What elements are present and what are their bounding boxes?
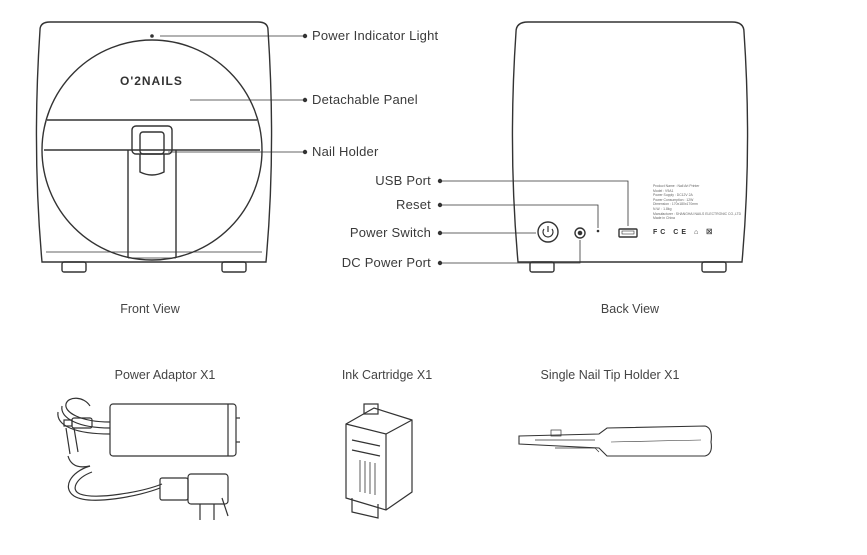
callout-power-indicator-light: Power Indicator Light — [312, 28, 439, 43]
certification-marks: FC CE ⌂ ☒ — [653, 229, 716, 236]
power-switch — [537, 221, 559, 243]
ink-cartridge-caption: Ink Cartridge X1 — [341, 368, 433, 382]
power-adaptor-caption: Power Adaptor X1 — [114, 368, 216, 382]
spec-line: Power Consumption : 12W — [653, 197, 694, 202]
callout-reset: Reset — [396, 197, 431, 212]
ink-cartridge-icon — [345, 403, 413, 519]
callout-power-switch: Power Switch — [349, 225, 431, 240]
callout-dc-power-port: DC Power Port — [341, 255, 431, 270]
callout-usb-port: USB Port — [375, 173, 431, 188]
spec-line: Product Name : Nail Art Printer — [653, 184, 700, 188]
power-adaptor-icon — [57, 397, 240, 520]
power-indicator-light — [150, 34, 154, 38]
front-view-caption: Front View — [120, 302, 180, 316]
reset-button — [596, 229, 600, 233]
nail-tip-holder-icon — [518, 425, 712, 457]
spec-line: Dimension : 170x180x170mm — [653, 202, 698, 207]
spec-line: Power Supply : DC12V 2A — [653, 193, 693, 198]
back-view-caption: Back View — [600, 302, 660, 316]
spec-line: Made in China — [653, 216, 675, 221]
dc-power-port — [574, 227, 586, 239]
spec-line: N.W. : 1.8kg — [653, 207, 672, 211]
brand-logo-text: O'2NAILS — [120, 74, 183, 88]
callout-detachable-panel: Detachable Panel — [312, 92, 418, 107]
nail-tip-holder-caption: Single Nail Tip Holder X1 — [540, 368, 680, 382]
callout-nail-holder: Nail Holder — [312, 144, 379, 159]
usb-port — [618, 228, 638, 238]
spec-line: Manufacturer : SHANGHAI NAILS ELECTRONIC… — [653, 211, 742, 216]
spec-line: Model : V9A1 — [653, 188, 674, 193]
